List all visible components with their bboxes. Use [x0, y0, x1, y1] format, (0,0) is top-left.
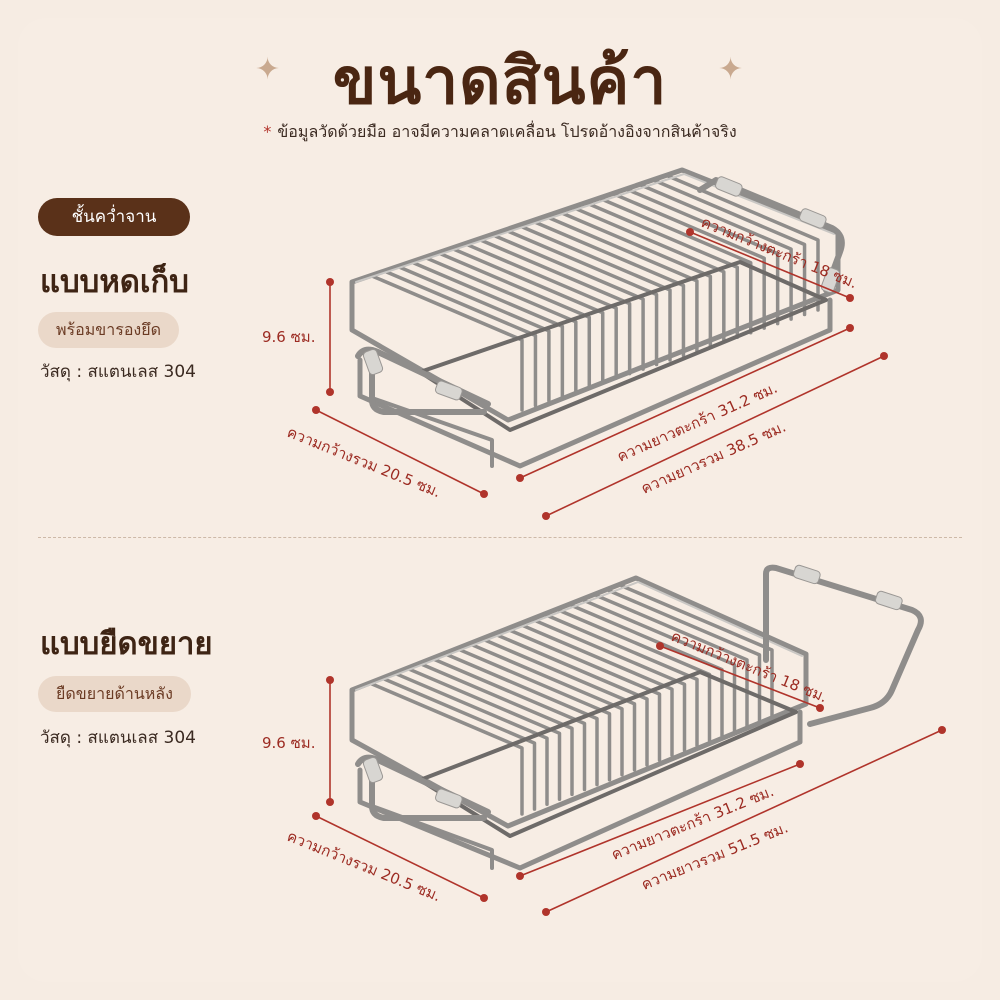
- basket-wire-slat: [495, 633, 649, 767]
- basket-wire-slat: [450, 246, 605, 385]
- product-2-height-label: 9.6 ซม.: [262, 734, 315, 752]
- basket-wire-slat: [410, 260, 565, 399]
- basket-1-bottom-frame: [357, 297, 833, 469]
- sparkle-icon: ✦: [718, 52, 744, 87]
- basket-wire-slat: [585, 201, 740, 340]
- basket-wire-slat: [558, 210, 713, 349]
- basket-wire-slat: [532, 618, 687, 753]
- basket-wire-slat: [382, 677, 537, 811]
- basket-wire-slat: [625, 187, 780, 326]
- basket-wire-slat: [432, 657, 587, 792]
- basket-2-extension-frame: [763, 564, 924, 727]
- basket-wire-slat: [424, 256, 578, 394]
- basket-wire-slat: [598, 196, 753, 335]
- product-2-feature: ยืดขยายด้านหลัง: [38, 676, 191, 712]
- basket-wire-slat: [595, 594, 749, 728]
- basket-wire-slat: [397, 265, 551, 403]
- disclaimer-note: * ข้อมูลวัดด้วยมือ อาจมีความคลาดเคลื่อน โ…: [0, 120, 1000, 145]
- basket-wire-slat: [666, 174, 820, 312]
- page-title: ขนาดสินค้า: [332, 45, 668, 119]
- product-1-basket-length-label: ความยาวตะกร้า 31.2 ซม.: [614, 379, 780, 466]
- basket-wire-slat: [582, 598, 737, 733]
- basket-wire-slat: [445, 652, 599, 787]
- basket-wire-slat: [383, 269, 538, 408]
- basket-wire-slat: [407, 667, 562, 802]
- section-divider: [38, 537, 962, 538]
- basket-wire-slat: [545, 613, 699, 748]
- product-2-basket-length-label: ความยาวตะกร้า 31.2 ซม.: [609, 782, 777, 864]
- product-2-name: แบบยืดขยาย: [40, 626, 213, 662]
- basket-2-bottom-frame: [357, 709, 803, 871]
- category-badge: ชั้นคว่ำจาน: [38, 198, 190, 236]
- sparkle-icon: ✦: [255, 52, 281, 87]
- basket-wire-slat: [504, 228, 659, 367]
- basket-wire-slat: [518, 224, 672, 362]
- basket-wire-slat: [464, 242, 618, 380]
- basket-wire-slat: [457, 647, 612, 782]
- basket-wire-slat: [395, 672, 549, 806]
- note-star: *: [263, 122, 272, 141]
- basket-wire-slat: [370, 682, 524, 816]
- basket-1-back-handle: [697, 177, 845, 293]
- basket-wire-slat: [420, 662, 574, 797]
- basket-wire-slat: [507, 628, 662, 762]
- basket-wire-slat: [612, 192, 766, 330]
- note-text: ข้อมูลวัดด้วยมือ อาจมีความคลาดเคลื่อน โป…: [277, 122, 737, 141]
- basket-wire-slat: [572, 206, 726, 344]
- product-2-material: วัสดุ : สแตนเลส 304: [40, 728, 196, 748]
- product-2-basket-image: [349, 564, 924, 871]
- basket-wire-slat: [370, 274, 524, 412]
- basket-wire-slat: [482, 638, 637, 772]
- basket-wire-slat: [520, 623, 674, 757]
- product-1-feature: พร้อมขารองยึด: [38, 312, 179, 348]
- basket-wire-slat: [545, 215, 699, 353]
- basket-wire-slat: [531, 219, 686, 358]
- basket-wire-slat: [620, 584, 774, 718]
- product-1-height-label: 9.6 ซม.: [262, 328, 315, 346]
- product-1-material: วัสดุ : สแตนเลส 304: [40, 362, 196, 382]
- basket-wire-slat: [477, 237, 632, 376]
- basket-wire-slat: [470, 643, 624, 777]
- basket-1-front-handle: [369, 347, 487, 415]
- basket-wire-slat: [639, 183, 793, 321]
- basket-2-rim: [349, 575, 809, 829]
- basket-1-rim: [349, 167, 841, 423]
- basket-2-front-handle: [369, 757, 487, 821]
- basket-wire-slat: [491, 233, 645, 371]
- product-1-basket-image: [349, 167, 845, 469]
- product-1-name: แบบหดเก็บ: [40, 264, 189, 300]
- basket-wire-slat: [437, 251, 592, 390]
